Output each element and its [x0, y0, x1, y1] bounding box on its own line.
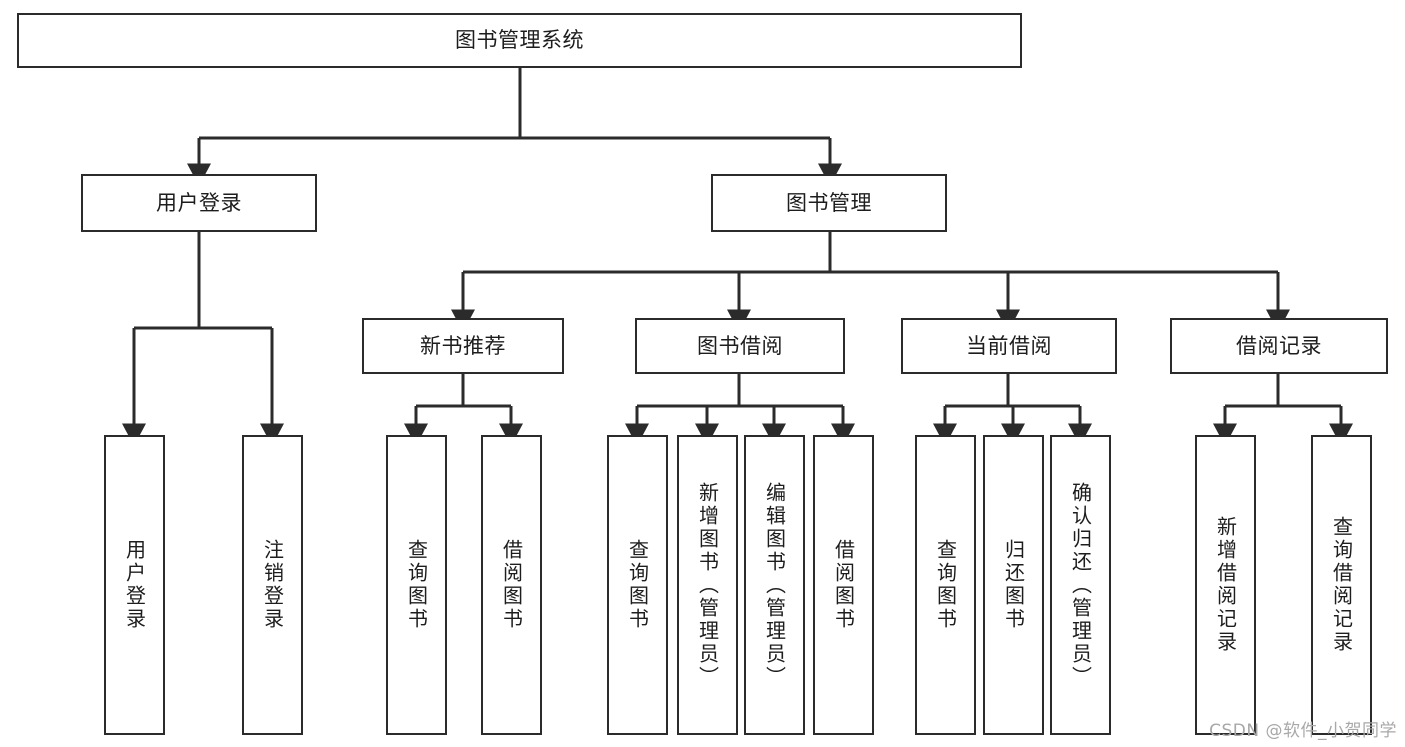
watermark-text: CSDN @软件_小贺同学: [1209, 721, 1397, 741]
node-label: 查询借阅记录: [1329, 516, 1354, 654]
leaf-borrow-add-book-admin[interactable]: 新增图书（管理员）: [677, 435, 738, 735]
node-current-borrow[interactable]: 当前借阅: [901, 318, 1117, 374]
node-label: 查询图书: [933, 539, 958, 631]
leaf-user-login-logout[interactable]: 注销登录: [242, 435, 303, 735]
leaf-borrow-borrow-book[interactable]: 借阅图书: [813, 435, 874, 735]
node-label: 用户登录: [122, 539, 147, 631]
node-label: 编辑图书（管理员）: [762, 481, 787, 689]
node-label: 图书管理系统: [455, 28, 584, 53]
node-book-management[interactable]: 图书管理: [711, 174, 947, 232]
node-user-login[interactable]: 用户登录: [81, 174, 317, 232]
node-root-library-system[interactable]: 图书管理系统: [17, 13, 1022, 68]
leaf-record-query-record[interactable]: 查询借阅记录: [1311, 435, 1372, 735]
node-label: 用户登录: [156, 190, 242, 215]
leaf-current-return-book[interactable]: 归还图书: [983, 435, 1044, 735]
node-new-book-recommend[interactable]: 新书推荐: [362, 318, 564, 374]
leaf-current-query-book[interactable]: 查询图书: [915, 435, 976, 735]
leaf-borrow-edit-book-admin[interactable]: 编辑图书（管理员）: [744, 435, 805, 735]
node-label: 查询图书: [404, 539, 429, 631]
leaf-new-book-query[interactable]: 查询图书: [386, 435, 447, 735]
node-label: 图书管理: [786, 190, 872, 215]
leaf-borrow-query-book[interactable]: 查询图书: [607, 435, 668, 735]
node-label: 归还图书: [1001, 539, 1026, 631]
leaf-user-login-login[interactable]: 用户登录: [104, 435, 165, 735]
node-borrow-record[interactable]: 借阅记录: [1170, 318, 1388, 374]
node-label: 新书推荐: [420, 333, 506, 358]
leaf-new-book-borrow[interactable]: 借阅图书: [481, 435, 542, 735]
leaf-record-add-record[interactable]: 新增借阅记录: [1195, 435, 1256, 735]
node-label: 注销登录: [260, 539, 285, 631]
node-label: 借阅图书: [499, 539, 524, 631]
node-label: 新增借阅记录: [1213, 516, 1238, 654]
node-label: 新增图书（管理员）: [695, 481, 720, 689]
node-label: 图书借阅: [697, 333, 783, 358]
leaf-current-confirm-return-admin[interactable]: 确认归还（管理员）: [1050, 435, 1111, 735]
node-label: 查询图书: [625, 539, 650, 631]
node-label: 当前借阅: [966, 333, 1052, 358]
node-label: 确认归还（管理员）: [1068, 481, 1093, 689]
node-label: 借阅记录: [1236, 333, 1322, 358]
node-book-borrow[interactable]: 图书借阅: [635, 318, 845, 374]
node-label: 借阅图书: [831, 539, 856, 631]
